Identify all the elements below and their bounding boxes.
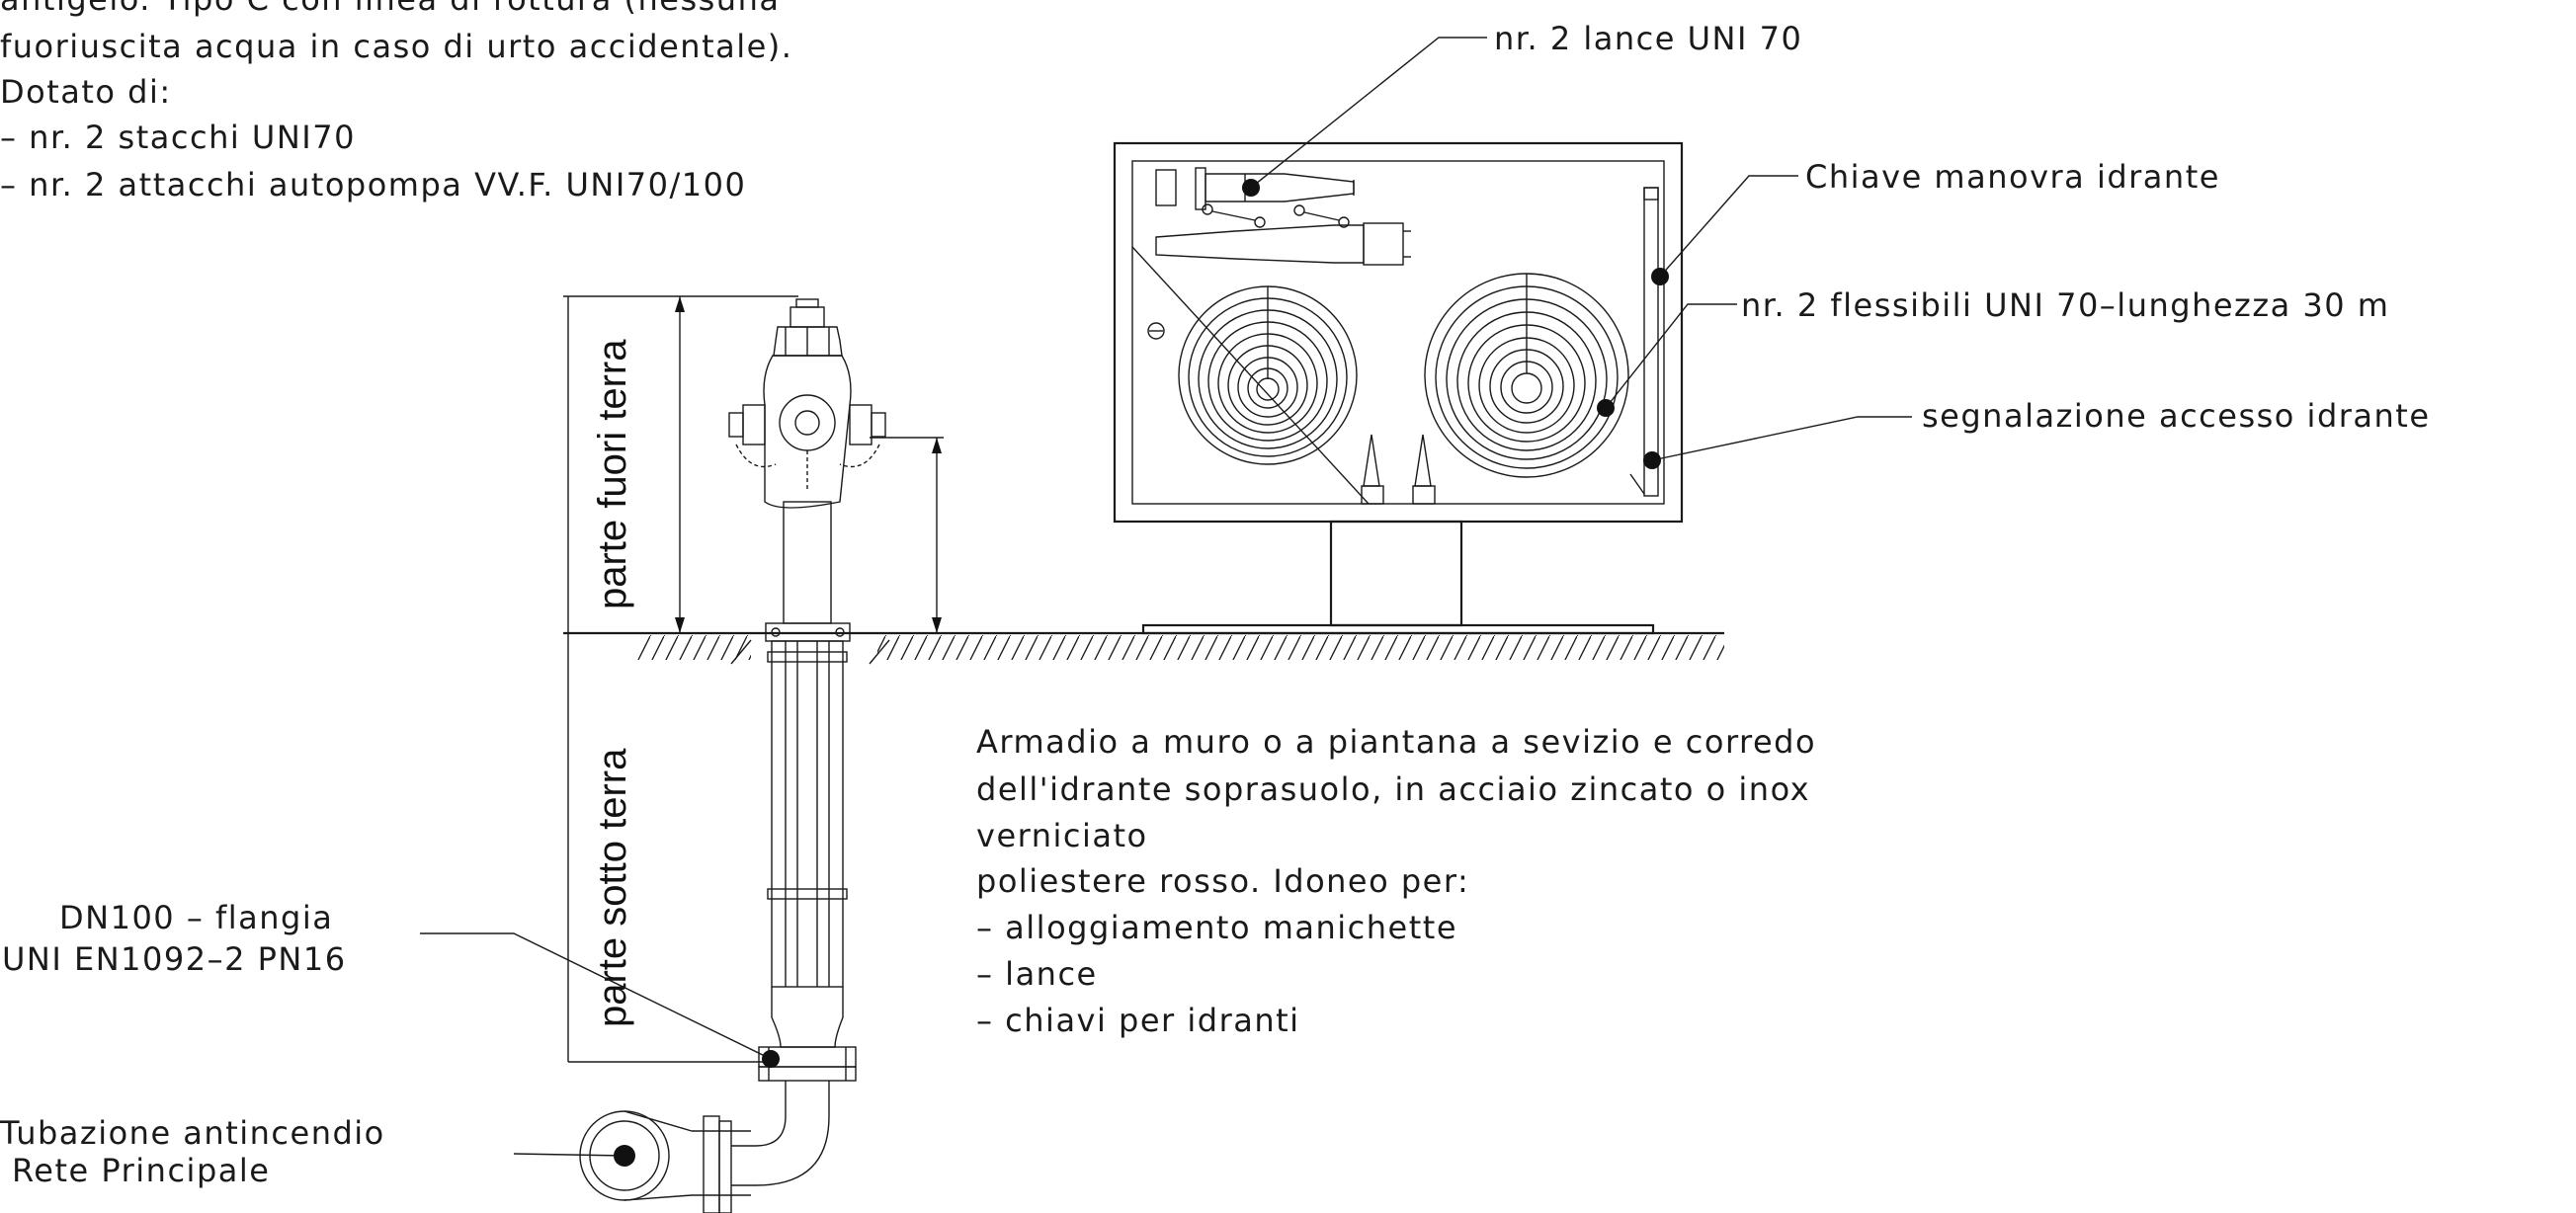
cabinet-description-line: verniciato <box>976 817 1148 854</box>
hydrant-labels: DN100 – flangia UNI EN1092–2 PN16 Tubazi… <box>0 899 385 1189</box>
label-tubazione: Tubazione antincendio <box>0 1114 385 1152</box>
nozzle-top <box>1155 167 1355 210</box>
top-description-line: – nr. 2 attacchi autopompa VV.F. UNI70/1… <box>0 166 746 203</box>
cabinet-labels: nr. 2 lance UNI 70 Chiave manovra idrant… <box>1494 20 2431 435</box>
hose-couplings <box>1361 434 1436 505</box>
dimension-lines <box>563 295 944 1063</box>
cabinet-description-line: – lance <box>976 955 1098 993</box>
hose-cabinet <box>1113 141 1684 635</box>
top-description-line: fuoriuscita acqua in caso di urto accide… <box>0 28 792 65</box>
cabinet-description-line: dell'idrante soprasuolo, in acciaio zinc… <box>976 770 1810 808</box>
label-rete-principale: Rete Principale <box>12 1152 270 1189</box>
label-chiave: Chiave manovra idrante <box>1805 158 2220 196</box>
top-description-line: antigelo. Tipo C con linea di rottura (n… <box>0 0 780 18</box>
cabinet-description-line: – alloggiamento manichette <box>976 909 1457 946</box>
ground-line <box>563 631 1724 665</box>
cabinet-description-line: poliestere rosso. Idoneo per: <box>976 862 1469 900</box>
label-segnalazione: segnalazione accesso idrante <box>1922 397 2431 435</box>
cabinet-description-line: – chiavi per idranti <box>976 1002 1300 1039</box>
label-parte-fuori-terra: parte fuori terra <box>591 339 634 609</box>
label-flangia-norm: UNI EN1092–2 PN16 <box>2 940 347 978</box>
label-flessibili: nr. 2 flessibili UNI 70–lunghezza 30 m <box>1741 286 2389 324</box>
top-description-line: – nr. 2 stacchi UNI70 <box>0 119 356 156</box>
nozzle-bottom <box>1155 222 1411 266</box>
cabinet-leaders <box>1242 37 1912 469</box>
top-description-line: Dotato di: <box>0 73 172 111</box>
label-flangia: DN100 – flangia <box>59 899 333 936</box>
hose-coil-left <box>1178 285 1358 465</box>
hose-coil-right <box>1424 273 1629 478</box>
hydrant <box>579 298 886 1213</box>
hydrant-key <box>1629 187 1659 497</box>
cabinet-description-line: Armadio a muro o a piantana a sevizio e … <box>976 723 1816 761</box>
label-lance: nr. 2 lance UNI 70 <box>1494 20 1802 57</box>
hydrant-leaders <box>420 932 780 1167</box>
nozzle-chains <box>1202 203 1350 228</box>
top-description: antigelo. Tipo C con linea di rottura (n… <box>0 0 792 203</box>
label-parte-sotto-terra: parte sotto terra <box>591 748 634 1027</box>
cabinet-description: Armadio a muro o a piantana a sevizio e … <box>976 723 1816 1039</box>
